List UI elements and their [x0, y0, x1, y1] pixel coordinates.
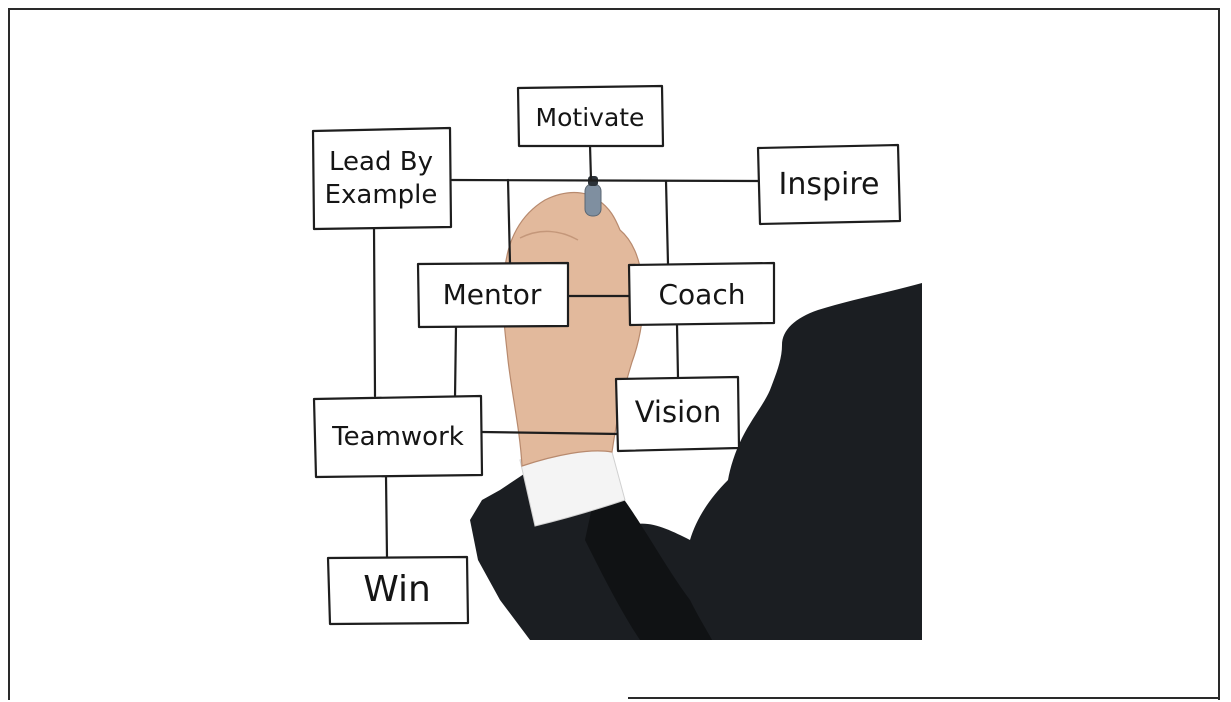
connector-motivate-stem: [588, 143, 593, 182]
connector-teamwork-to-win: [384, 474, 389, 560]
page-frame: [8, 8, 1220, 700]
marker: [584, 183, 602, 217]
label-teamwork: Teamwork: [331, 422, 464, 452]
suit-body: [470, 283, 922, 640]
label-lead-by-example-line2: Example: [325, 180, 438, 210]
label-inspire: Inspire: [778, 167, 879, 202]
connector-top-to-mentor: [506, 178, 512, 265]
box-vision: [614, 375, 741, 453]
connector-lead-to-teamwork: [372, 224, 377, 398]
connector-lines: [372, 143, 762, 560]
connector-top-bar: [450, 178, 762, 183]
label-vision: Vision: [635, 395, 722, 429]
box-lead-by-example: [311, 126, 453, 231]
box-mentor: [416, 261, 570, 329]
connector-top-to-coach: [664, 179, 670, 266]
label-lead-by-example-line1: Lead By: [329, 147, 433, 177]
node-boxes: [311, 84, 902, 626]
box-motivate: [516, 84, 665, 148]
box-coach: [627, 261, 776, 327]
businessman-illustration: [470, 176, 922, 640]
connector-coach-to-vision: [675, 323, 680, 380]
box-teamwork: [312, 394, 484, 479]
box-win: [326, 555, 470, 626]
label-coach: Coach: [659, 278, 746, 311]
box-inspire: [756, 143, 902, 226]
label-motivate: Motivate: [536, 103, 645, 132]
page-bottom-rule: [628, 697, 1220, 699]
label-mentor: Mentor: [443, 278, 542, 311]
node-labels: Motivate Lead By Example Inspire Mentor …: [325, 103, 880, 610]
label-win: Win: [363, 569, 431, 610]
suit-sleeve-shadow: [585, 470, 712, 640]
connector-mentor-to-teamwork: [453, 324, 458, 400]
connector-teamwork-vision: [480, 430, 622, 436]
